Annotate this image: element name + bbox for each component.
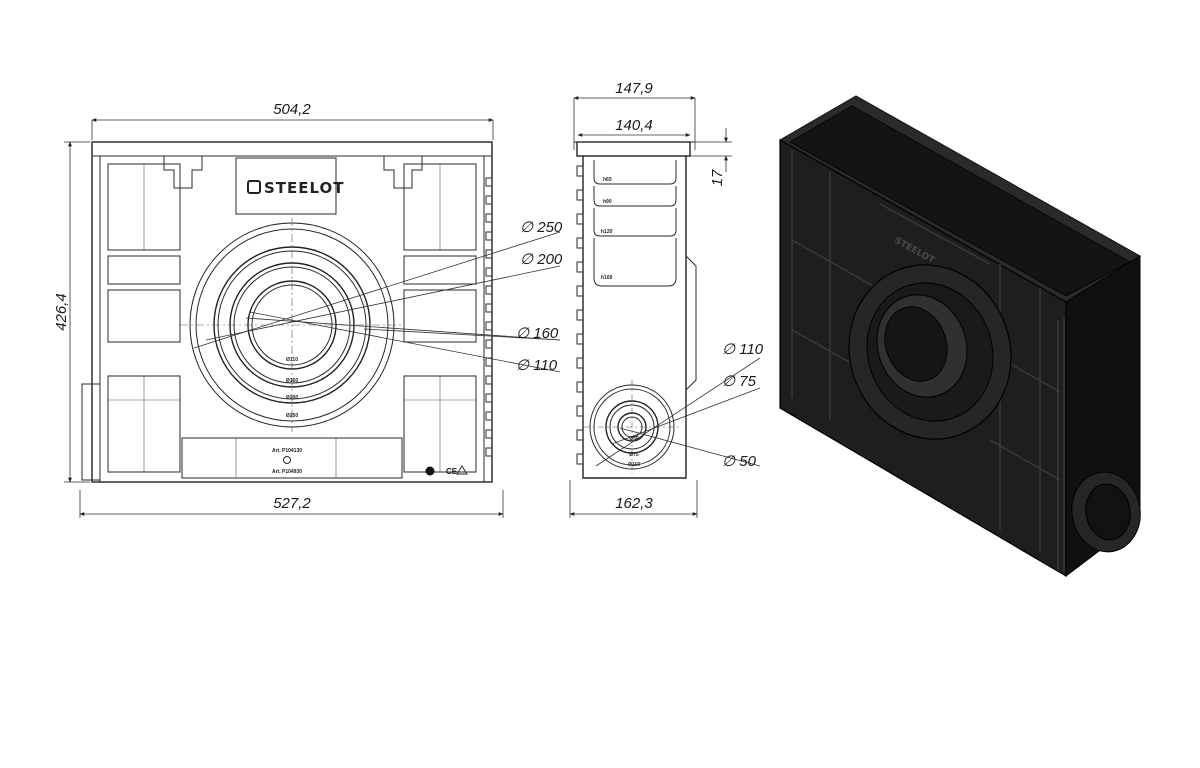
dimension-side-top: 147,9: [573, 80, 696, 150]
dimension-side-bottom: 162,3: [569, 480, 698, 518]
side-outlet-rings: Ø50 Ø75 Ø110: [584, 380, 680, 474]
dim-side-bottom-label: 162,3: [615, 495, 653, 512]
dim-d250: ∅ 250: [520, 219, 563, 236]
iso-knockout: [848, 264, 1012, 440]
side-ring-110: Ø110: [628, 462, 640, 468]
dim-side-lip-label: 17: [709, 169, 726, 186]
side-left-teeth: [576, 165, 584, 465]
ring-label-250: Ø250: [286, 413, 298, 419]
side-ring-75: Ø75: [629, 452, 639, 458]
ring-label-110: Ø110: [286, 357, 298, 363]
steelot-logo: STEELOT: [247, 179, 345, 197]
ring-label-160: Ø160: [286, 378, 298, 384]
side-dim-d110: ∅ 110: [722, 341, 764, 358]
dimension-top-width: 504,2: [91, 101, 494, 140]
dim-d110: ∅ 110: [516, 357, 558, 374]
dimension-bottom-width: 527,2: [79, 490, 504, 518]
dim-d200: ∅ 200: [520, 251, 563, 268]
side-diameter-leaders: ∅ 110 ∅ 75 ∅ 50: [595, 341, 764, 470]
front-view: 504,2 527,2 426,4: [53, 101, 563, 518]
dim-side-inner-label: 140,4: [615, 117, 653, 134]
dimension-height: 426,4: [53, 141, 90, 483]
dim-side-top-label: 147,9: [615, 80, 653, 97]
knockout-rings: Ø110 Ø160 Ø200 Ø250: [180, 218, 404, 432]
side-dim-d75: ∅ 75: [722, 373, 757, 390]
level-h160: h160: [601, 275, 613, 281]
iso-outlet: [1071, 471, 1141, 553]
ring-label-200: Ø200: [286, 395, 298, 401]
article-top: Art. P104130: [272, 448, 302, 454]
dimension-side-lip: 17: [690, 128, 732, 186]
article-markings: Art. P104130 Art. P104930 CE: [272, 448, 468, 476]
material-dot-icon: [425, 466, 435, 476]
level-h65: h65: [603, 177, 612, 183]
logo-text: STEELOT: [264, 179, 345, 197]
isometric-view: STEELOT: [778, 95, 1141, 578]
dim-height-label: 426,4: [53, 293, 70, 331]
level-h90: h90: [603, 199, 612, 205]
article-bottom: Art. P104930: [272, 469, 302, 475]
right-teeth: [485, 177, 493, 457]
side-dim-d50: ∅ 50: [722, 453, 757, 470]
dim-d160: ∅ 160: [516, 325, 559, 342]
recycle-icon: [456, 465, 468, 475]
level-h120: h120: [601, 229, 613, 235]
front-body: [81, 141, 493, 483]
side-body: h65 h90 h120 h160: [574, 141, 697, 479]
dim-top-width-label: 504,2: [273, 101, 311, 118]
side-view: 147,9 140,4 17 162,3: [569, 80, 764, 518]
diameter-leaders: ∅ 250 ∅ 200 ∅ 160 ∅ 110: [193, 219, 563, 374]
dim-bottom-width-label: 527,2: [273, 495, 311, 512]
dimension-side-inner: 140,4: [577, 117, 691, 137]
ce-mark: CE: [446, 467, 458, 476]
side-ring-50: Ø50: [629, 436, 639, 442]
